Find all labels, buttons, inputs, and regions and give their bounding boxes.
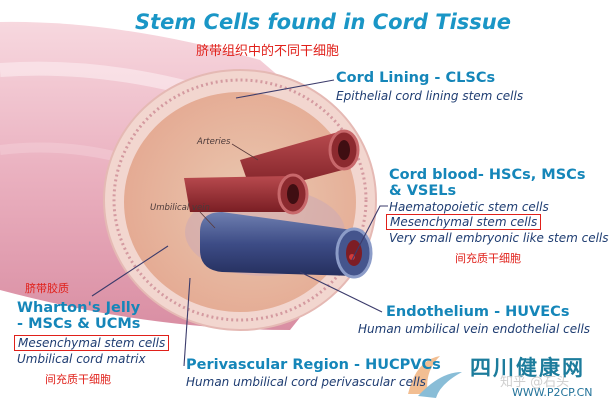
wharton-line-2: Umbilical cord matrix xyxy=(17,352,146,366)
cord-blood-line-1: Haematopoietic stem cells xyxy=(389,200,549,214)
cord-lining-heading: Cord Lining - CLSCs xyxy=(336,70,496,86)
leader-endothelium xyxy=(299,271,383,313)
cord-blood-heading-2: & VSELs xyxy=(389,183,457,199)
cord-lining-inner xyxy=(112,78,368,322)
perivascular-heading: Perivascular Region - HUCPVCs xyxy=(186,357,441,373)
leader-wharton xyxy=(91,245,169,297)
leader-cord-lining xyxy=(235,79,335,99)
watermark-zhihu: 知乎 @石头 xyxy=(500,375,570,390)
artery-lower xyxy=(184,173,309,215)
watermark-logo xyxy=(408,356,462,398)
leader-arteries xyxy=(231,143,259,161)
wharton-note-cn: 间充质干细胞 xyxy=(45,373,111,386)
watermark-url: WWW.P2CP.CN xyxy=(512,386,593,399)
cord-lining-desc: Epithelial cord lining stem cells xyxy=(336,89,524,103)
perivascular-desc: Human umbilical cord perivascular cells xyxy=(186,375,426,389)
wharton-heading-1: Wharton's Jelly xyxy=(17,300,141,316)
wharton-label-cn: 脐带胶质 xyxy=(25,282,69,295)
cord-blood-line-2: Mesenchymal stem cells xyxy=(386,214,542,230)
umbilical-vein xyxy=(200,212,373,279)
cord-blood-line-3: Very small embryonic like stem cells xyxy=(389,231,609,245)
cord-blood-note-cn: 间充质干细胞 xyxy=(455,252,521,265)
leader-cord-blood xyxy=(351,205,388,261)
wharton-line-1: Mesenchymal stem cells xyxy=(14,335,170,351)
endothelium-heading: Endothelium - HUVECs xyxy=(386,304,570,320)
umbilical-vein-label: Umbilical vein xyxy=(150,203,210,213)
arteries-label: Arteries xyxy=(197,137,231,147)
page-subtitle-cn: 脐带组织中的不同干细胞 xyxy=(196,44,340,59)
leader-umbilical-vein xyxy=(199,211,216,229)
cord-blood-heading-1: Cord blood- HSCs, MSCs xyxy=(389,167,586,183)
page-title: Stem Cells found in Cord Tissue xyxy=(135,10,511,34)
endothelium-desc: Human umbilical vein endothelial cells xyxy=(358,322,591,336)
watermark-name: 四川健康网 xyxy=(470,356,585,380)
wharton-heading-2: - MSCs & UCMs xyxy=(17,316,141,332)
leader-perivascular xyxy=(183,277,191,367)
